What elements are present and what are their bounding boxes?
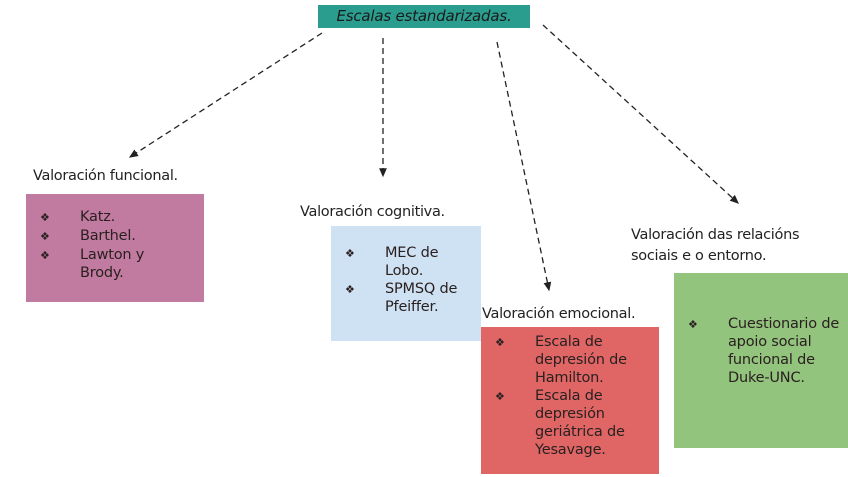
heading-functional: Valoración funcional. [33,168,178,184]
list-item: ❖Escala de depresión de Hamilton. [495,334,627,386]
box-functional: ❖Katz. ❖Barthel. ❖Lawton y Brody. [26,194,204,302]
bullet-icon: ❖ [345,283,355,296]
bullet-icon: ❖ [345,247,355,260]
list-item: ❖Escala de depresión geriátrica de Yesav… [495,388,625,458]
heading-social: Valoración das relacións sociais e o ent… [631,227,800,264]
list-item: ❖Cuestionario de apoio social funcional … [688,316,840,386]
bullet-icon: ❖ [40,211,50,224]
list-item: ❖MEC de Lobo. [345,245,439,279]
bullet-icon: ❖ [688,318,698,331]
list-item: ❖Lawton y Brody. [40,247,145,281]
list-item: ❖Katz. [40,209,116,225]
bullet-icon: ❖ [40,249,50,262]
list-item: ❖SPMSQ de Pfeiffer. [345,281,458,315]
bullet-icon: ❖ [495,336,505,349]
bullet-icon: ❖ [495,390,505,403]
box-social: ❖Cuestionario de apoio social funcional … [674,273,848,448]
bullet-icon: ❖ [40,230,50,243]
list-item: ❖Barthel. [40,228,136,244]
heading-cognitive: Valoración cognitiva. [300,204,445,220]
arrow-to-functional [128,32,323,158]
heading-emotional: Valoración emocional. [482,306,636,322]
arrow-to-social [542,24,739,204]
root-title: Escalas estandarizadas. [318,5,530,28]
box-cognitive: ❖MEC de Lobo. ❖SPMSQ de Pfeiffer. [331,226,481,341]
arrow-to-emotional [496,41,552,292]
box-emotional: ❖Escala de depresión de Hamilton. ❖Escal… [481,327,659,474]
